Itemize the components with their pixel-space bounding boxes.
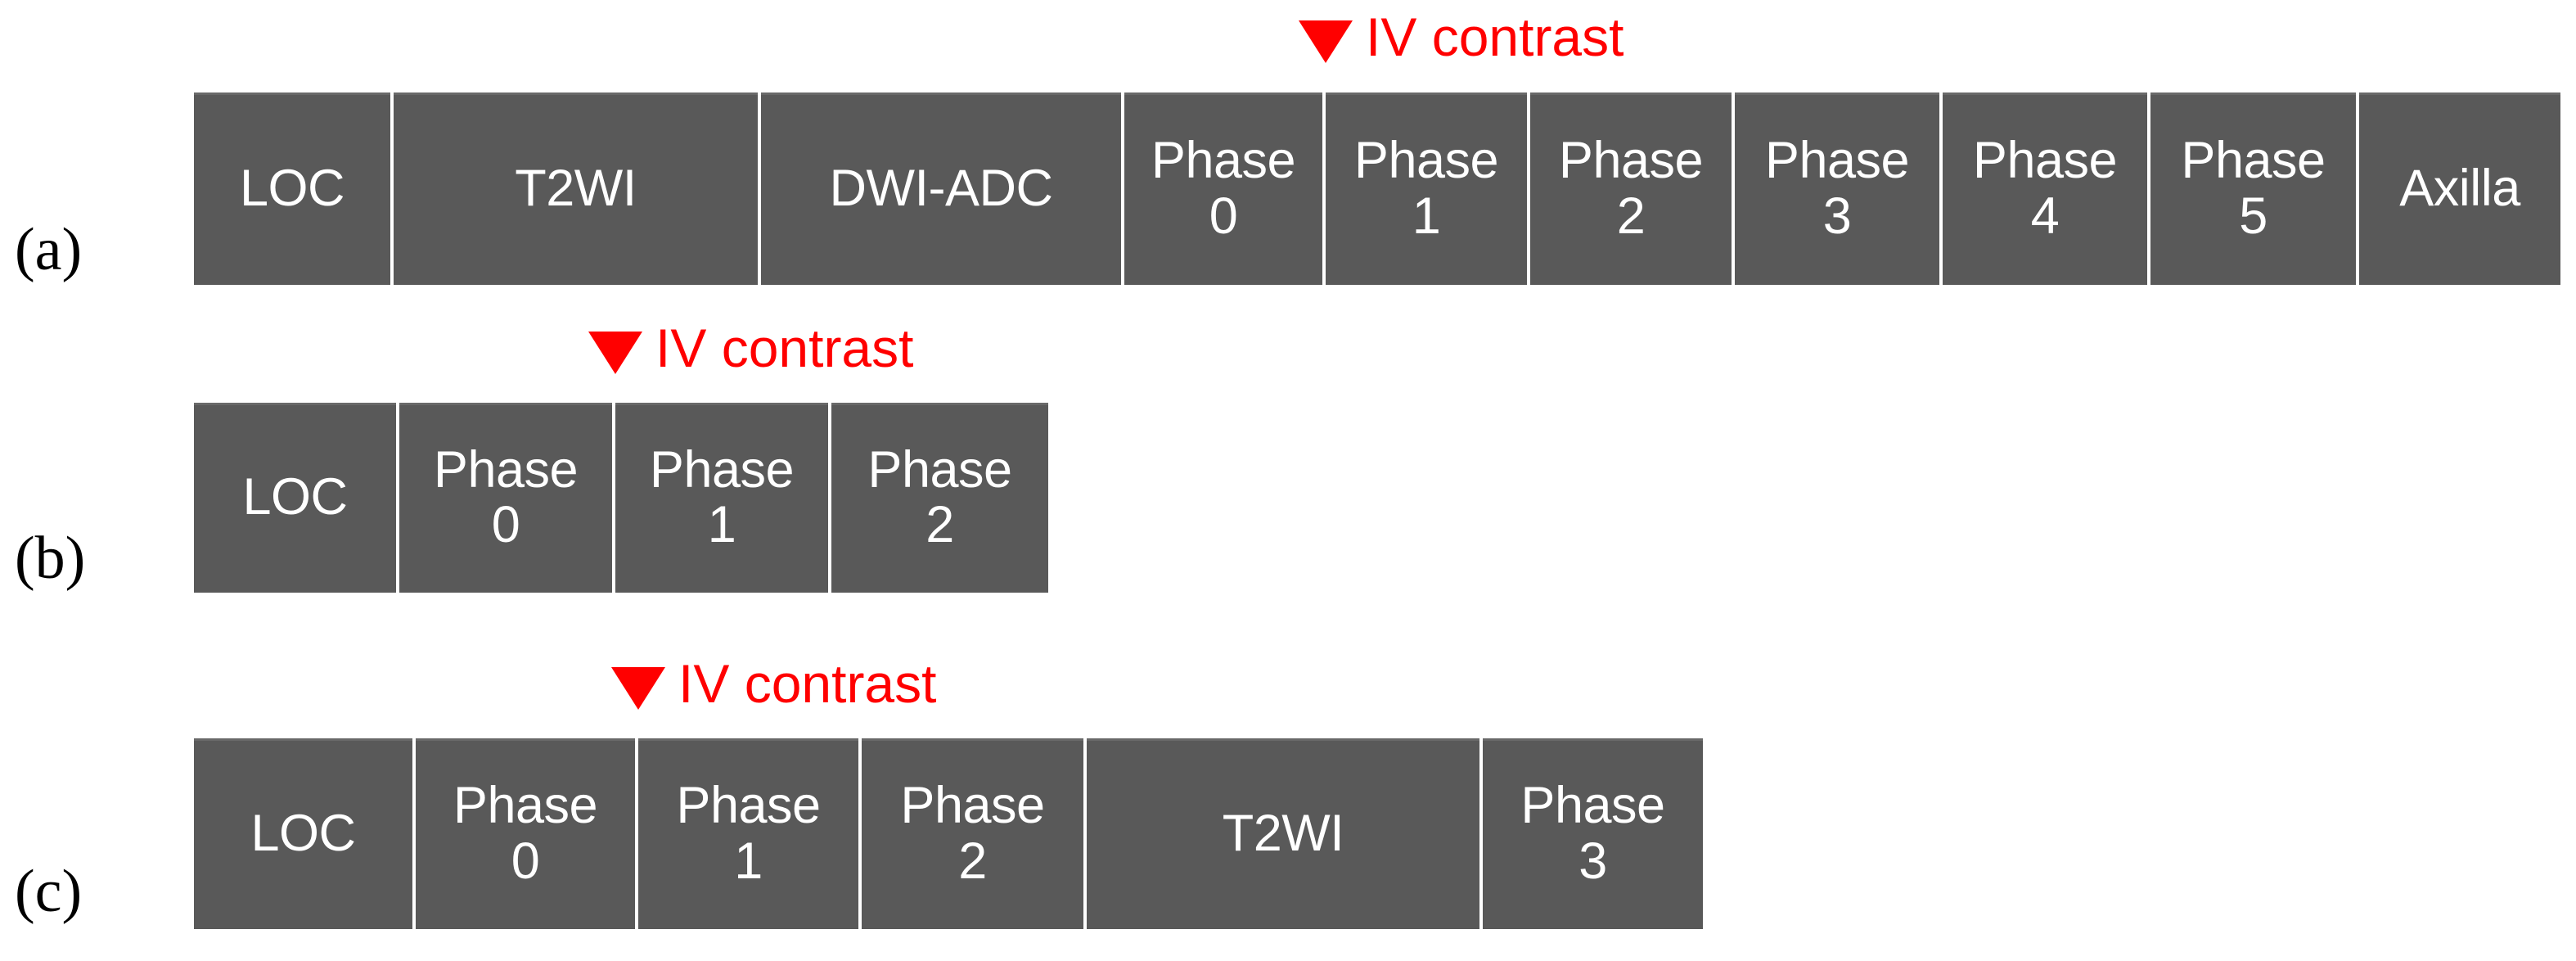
- sequence-block-loc[interactable]: LOC: [194, 403, 399, 593]
- panel-label-c: (c): [15, 858, 83, 925]
- sequence-block-phase-0[interactable]: Phase 0: [399, 403, 615, 593]
- sequence-block-phase-0[interactable]: Phase 0: [1124, 92, 1326, 285]
- sequence-block-t2wi[interactable]: T2WI: [394, 92, 761, 285]
- sequence-block-phase-1[interactable]: Phase 1: [615, 403, 831, 593]
- sequence-row-c: LOC Phase 0 Phase 1 Phase 2 T2WI Phase 3: [194, 738, 1703, 929]
- panel-label-a: (a): [15, 216, 83, 283]
- down-triangle-marker-icon: [1299, 20, 1353, 63]
- sequence-block-phase-2[interactable]: Phase 2: [1530, 92, 1735, 285]
- sequence-block-loc[interactable]: LOC: [194, 92, 394, 285]
- sequence-block-phase-2[interactable]: Phase 2: [862, 738, 1087, 929]
- iv-contrast-label: IV contrast: [1366, 7, 1624, 67]
- sequence-block-phase-3[interactable]: Phase 3: [1735, 92, 1943, 285]
- down-triangle-marker-icon: [588, 332, 642, 374]
- sequence-block-phase-1[interactable]: Phase 1: [638, 738, 862, 929]
- sequence-row-a: LOC T2WI DWI-ADC Phase 0 Phase 1 Phase 2…: [194, 92, 2560, 285]
- sequence-block-phase-3[interactable]: Phase 3: [1483, 738, 1703, 929]
- iv-contrast-marker-b: IV contrast: [588, 321, 913, 385]
- sequence-block-phase-4[interactable]: Phase 4: [1943, 92, 2150, 285]
- sequence-block-phase-1[interactable]: Phase 1: [1326, 92, 1530, 285]
- iv-contrast-label: IV contrast: [678, 653, 937, 714]
- panel-label-b: (b): [15, 525, 86, 592]
- sequence-block-dwi-adc[interactable]: DWI-ADC: [761, 92, 1124, 285]
- sequence-row-b: LOC Phase 0 Phase 1 Phase 2: [194, 403, 1048, 593]
- sequence-block-phase-0[interactable]: Phase 0: [416, 738, 638, 929]
- sequence-block-axilla[interactable]: Axilla: [2359, 92, 2560, 285]
- sequence-block-phase-5[interactable]: Phase 5: [2150, 92, 2359, 285]
- iv-contrast-label: IV contrast: [655, 318, 914, 378]
- iv-contrast-marker-a: IV contrast: [1299, 10, 1624, 74]
- iv-contrast-marker-c: IV contrast: [611, 656, 936, 720]
- sequence-block-phase-2[interactable]: Phase 2: [831, 403, 1048, 593]
- down-triangle-marker-icon: [611, 667, 665, 710]
- sequence-block-loc[interactable]: LOC: [194, 738, 416, 929]
- sequence-block-t2wi[interactable]: T2WI: [1087, 738, 1483, 929]
